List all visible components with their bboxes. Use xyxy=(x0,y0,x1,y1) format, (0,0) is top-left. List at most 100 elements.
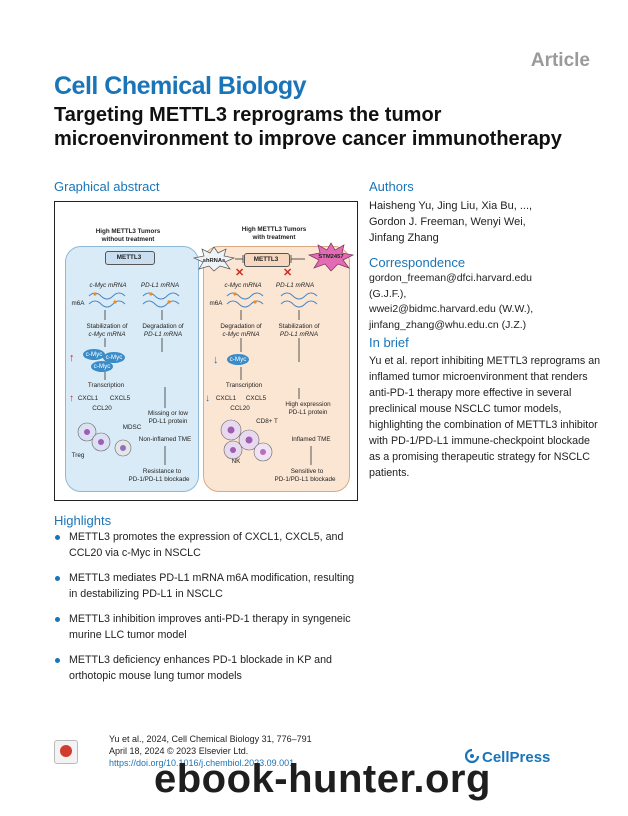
right-high-expression-line2: PD-L1 protein xyxy=(288,409,328,416)
mettl3-left-box xyxy=(105,251,155,265)
cmyc-label: c-Myc xyxy=(85,351,103,358)
cmyc-label: c-Myc xyxy=(105,354,123,361)
doi-link[interactable]: https://doi.org/10.1016/j.chembiol.2023.… xyxy=(109,758,295,768)
left-non-inflamed: Non-inflamed TME xyxy=(138,436,192,443)
right-title-line1: High METTL3 Tumors xyxy=(241,226,307,233)
left-degradation-line2: PD-L1 mRNA xyxy=(143,331,183,338)
author-line: Gordon J. Freeman, Wenyi Wei, xyxy=(369,216,526,228)
cmyc-label: c-Myc xyxy=(229,356,247,363)
right-cxcl1: CXCL1 xyxy=(215,395,237,402)
shrna-burst-icon xyxy=(192,246,236,272)
left-resistance-line1: Resistance to xyxy=(142,468,182,475)
highlight-item: METTL3 deficiency enhances PD-1 blockade… xyxy=(54,653,364,684)
bullet-icon xyxy=(55,658,60,663)
citation-date: April 18, 2024 © 2023 Elsevier Ltd. xyxy=(109,746,249,756)
right-cd8-label: CD8+ T xyxy=(256,418,278,425)
right-nk-label: NK xyxy=(231,458,241,465)
correspondence-heading: Correspondence xyxy=(369,255,466,270)
shrnas-label: shRNAs xyxy=(202,258,226,264)
highlight-item: METTL3 inhibition improves anti-PD-1 the… xyxy=(54,612,364,643)
cmyc-label: c-Myc xyxy=(93,363,111,370)
correspondence-email[interactable]: jinfang_zhang@whu.edu.cn (J.Z.) xyxy=(369,318,527,331)
right-stabilization-line1: Stabilization of xyxy=(278,323,320,330)
left-stabilization-line1: Stabilization of xyxy=(86,323,128,330)
authors-list: Haisheng Yu, Jing Liu, Xia Bu, ..., Gord… xyxy=(369,198,589,246)
right-degradation-line1: Degradation of xyxy=(220,323,262,330)
left-ccl20: CCL20 xyxy=(92,405,112,412)
right-high-expression-line1: High expression xyxy=(285,401,331,408)
cmyc-blob xyxy=(227,354,249,365)
stm2457-burst-icon xyxy=(307,242,355,272)
bullet-icon xyxy=(55,576,60,581)
left-cxcl5: CXCL5 xyxy=(109,395,131,402)
right-cmyc-mrna: c-Myc mRNA xyxy=(224,282,262,289)
citation-block: Yu et al., 2024, Cell Chemical Biology 3… xyxy=(109,733,389,769)
left-stabilization-line2: c-Myc mRNA xyxy=(88,331,126,338)
immune-cells-left xyxy=(77,422,132,457)
left-mrna-strands xyxy=(88,292,180,308)
left-resistance-line2: PD-1/PD-L1 blockade xyxy=(128,476,190,483)
left-panel xyxy=(65,246,199,492)
right-inflamed: Inflamed TME xyxy=(291,436,331,443)
flow-arrows xyxy=(104,310,312,465)
mettl3-right-box xyxy=(244,253,290,267)
right-cxcl5: CXCL5 xyxy=(245,395,267,402)
up-arrow-icon: ↑ xyxy=(69,393,74,404)
left-title-line2: without treatment xyxy=(101,236,155,243)
immune-cells-right xyxy=(220,419,273,462)
authors-heading: Authors xyxy=(369,179,414,194)
right-stabilization-line2: PD-L1 mRNA xyxy=(279,331,319,338)
bullet-icon xyxy=(55,617,60,622)
right-m6a-label: m6A xyxy=(209,300,223,307)
stm2457-label: STM2457 xyxy=(318,254,344,260)
left-cmyc-mrna: c-Myc mRNA xyxy=(89,282,127,289)
right-sensitive-line1: Sensitive to xyxy=(290,468,324,475)
left-title-line1: High METTL3 Tumors xyxy=(95,228,161,235)
right-degradation-line2: c-Myc mRNA xyxy=(222,331,260,338)
left-degradation-line1: Degradation of xyxy=(142,323,184,330)
left-m6a-label: m6A xyxy=(71,300,85,307)
cmyc-blob xyxy=(83,349,105,360)
up-arrow-icon: ↑ xyxy=(69,352,75,364)
journal-name: Cell Chemical Biology xyxy=(54,72,307,100)
correspondence-line: (G.J.F.), xyxy=(369,287,407,300)
highlight-item: METTL3 promotes the expression of CXCL1,… xyxy=(54,530,364,561)
left-cxcl1: CXCL1 xyxy=(77,395,99,402)
check-for-updates-icon[interactable] xyxy=(54,740,78,764)
bullet-icon xyxy=(55,535,60,540)
down-arrow-icon: ↓ xyxy=(213,354,219,366)
inhibition-lines xyxy=(235,255,305,263)
right-mrna-strands xyxy=(226,292,318,308)
left-pdl1-mrna: PD-L1 mRNA xyxy=(140,282,180,289)
correspondence-email[interactable]: wwei2@bidmc.harvard.edu (W.W.), xyxy=(369,303,534,315)
author-line: Haisheng Yu, Jing Liu, Xia Bu, ..., xyxy=(369,200,533,212)
right-transcription: Transcription xyxy=(225,382,263,389)
mettl3-right-label: METTL3 xyxy=(253,256,279,263)
left-missing-line1: Missing or low xyxy=(148,410,188,417)
cmyc-blob xyxy=(103,352,125,363)
left-mdsc: MDSC xyxy=(122,424,142,431)
cellpress-logo-icon xyxy=(465,749,479,763)
paper-title: Targeting METTL3 reprograms the tumor mi… xyxy=(54,104,562,150)
right-pdl1-mrna: PD-L1 mRNA xyxy=(275,282,315,289)
left-treg: Treg xyxy=(71,452,85,459)
citation-line: Yu et al., 2024, Cell Chemical Biology 3… xyxy=(109,734,312,744)
watermark-text: ebook-hunter.org xyxy=(154,757,491,801)
author-line: Jinfang Zhang xyxy=(369,232,439,244)
right-ccl20: CCL20 xyxy=(230,405,250,412)
left-missing-line2: PD-L1 protein xyxy=(148,418,188,425)
in-brief-text: Yu et al. report inhibiting METTL3 repro… xyxy=(369,355,601,479)
mettl3-left-label: METTL3 xyxy=(116,254,142,261)
graphical-abstract-heading: Graphical abstract xyxy=(54,179,160,194)
cross-icon: ✕ xyxy=(235,267,245,279)
left-transcription: Transcription xyxy=(87,382,125,389)
correspondence-email[interactable]: gordon_freeman@dfci.harvard.edu xyxy=(369,272,533,284)
highlight-item: METTL3 mediates PD-L1 mRNA m6A modificat… xyxy=(54,571,364,602)
article-type-label: Article xyxy=(530,50,590,71)
in-brief-heading: In brief xyxy=(369,335,409,350)
cross-icon: ✕ xyxy=(283,267,293,279)
highlights-heading: Highlights xyxy=(54,513,112,528)
right-title-line2: with treatment xyxy=(252,234,296,241)
publisher-logo: CellPress xyxy=(482,749,551,766)
graphical-abstract-figure: High METTL3 Tumors without treatment Hig… xyxy=(54,201,358,501)
